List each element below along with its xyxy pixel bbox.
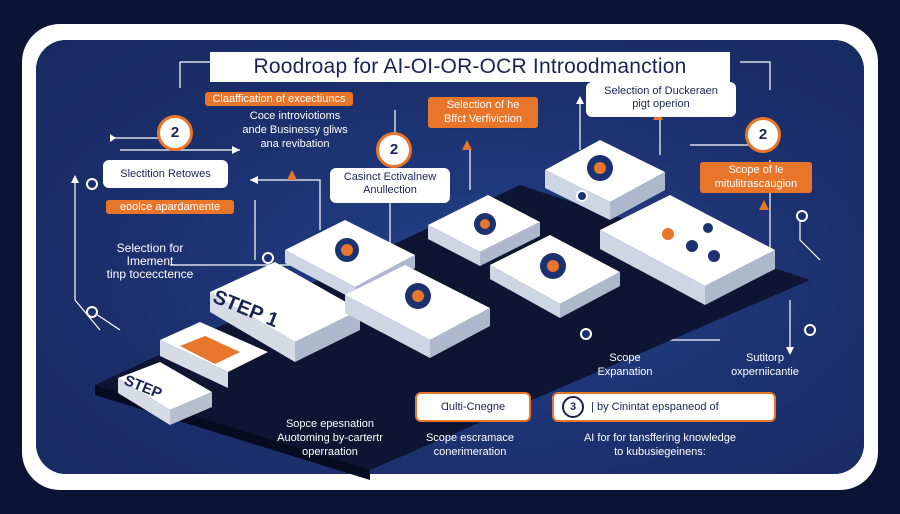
scope-multi-pill: Scope of le mitulitrascaugion: [700, 162, 812, 193]
scope-expansion-1: Scope: [609, 352, 641, 364]
card-gear-c: [428, 195, 540, 266]
connector-dot: [262, 252, 274, 264]
selection-implement-label-3: tinp tocecctence: [106, 267, 194, 281]
revibation-label: ana revibation: [260, 138, 330, 150]
connector-dot: [804, 324, 816, 336]
page-title: Roodroap for AI-OI-OR-OCR Introodmanctio…: [210, 52, 730, 82]
connector-dot: [86, 306, 98, 318]
coce-label: Coce introviotioms: [249, 110, 341, 122]
scope-multi-line-1: Scope of le: [728, 164, 784, 176]
card-dashboard-f: [600, 195, 775, 305]
clarification-pill: Claaffication of excectiuncs: [205, 92, 353, 106]
step-small-platform: [118, 362, 212, 425]
selection-effect-pill: Selection of he Bffct Verfiviction: [428, 97, 538, 128]
selection-effect-line-2: Bffct Verfiviction: [443, 113, 523, 125]
step-1-platform: [210, 262, 360, 362]
suitorp-2: oxperniicantie: [731, 366, 799, 378]
sopce-3: operraation: [302, 446, 358, 458]
selection-docker-line-1: Selection of Duckeraen: [604, 85, 718, 97]
scope-escramace-2: conerimeration: [433, 446, 507, 458]
multi-engine-box: Ɑulti-Cnegne: [415, 392, 531, 422]
by-cinintat-box: 3 | by Cinintat epspaneod of: [552, 392, 776, 422]
casinct-line-2: Anullection: [363, 184, 417, 196]
sopce-1: Sopce epesnation: [285, 418, 375, 430]
step-number-3: 3: [562, 396, 584, 418]
connector-dot: [86, 178, 98, 190]
card-gear-d: [490, 235, 620, 318]
sectition-box: Slectition Retowes: [103, 160, 228, 188]
suitorp-1: Sutitorp: [746, 352, 784, 364]
ai-transfer-2: to kubusiegeinens:: [614, 446, 706, 458]
selection-implement-label-1: Selection for: [116, 241, 184, 255]
selection-effect-line-1: Selection of he: [446, 99, 520, 111]
step-badge-1: 2: [157, 115, 193, 151]
ai-transfer-1: AI for for tansffering knowledge: [583, 432, 737, 444]
step-badge-3: 2: [745, 117, 781, 153]
scope-escramace-1: Scope escramace: [425, 432, 515, 444]
casinct-box: Casinct Ectivalnew Anullection: [330, 168, 450, 203]
selection-docker-box: Selection of Duckeraen pigt operion: [586, 82, 736, 117]
connector-dot: [580, 328, 592, 340]
step-orange-block: [160, 322, 268, 388]
eoolce-pill: eoolce apardamente: [106, 200, 234, 214]
step-badge-2: 2: [376, 132, 412, 168]
scope-multi-line-2: mitulitrascaugion: [714, 178, 798, 190]
connector-dot: [796, 210, 808, 222]
business-label: ande Businessy gliws: [242, 124, 348, 136]
connector-dot: [576, 190, 588, 202]
scope-expansion-2: Expanation: [597, 366, 653, 378]
sopce-2: Auotoming by-cartertr: [277, 432, 383, 444]
casinct-line-1: Casinct Ectivalnew: [343, 171, 437, 183]
selection-implement-label-2: Imement: [126, 254, 174, 268]
card-gear-b: [345, 265, 490, 358]
by-cinintat-text: | by Cinintat epspaneod of: [591, 401, 719, 413]
selection-docker-line-2: pigt operion: [632, 98, 690, 110]
